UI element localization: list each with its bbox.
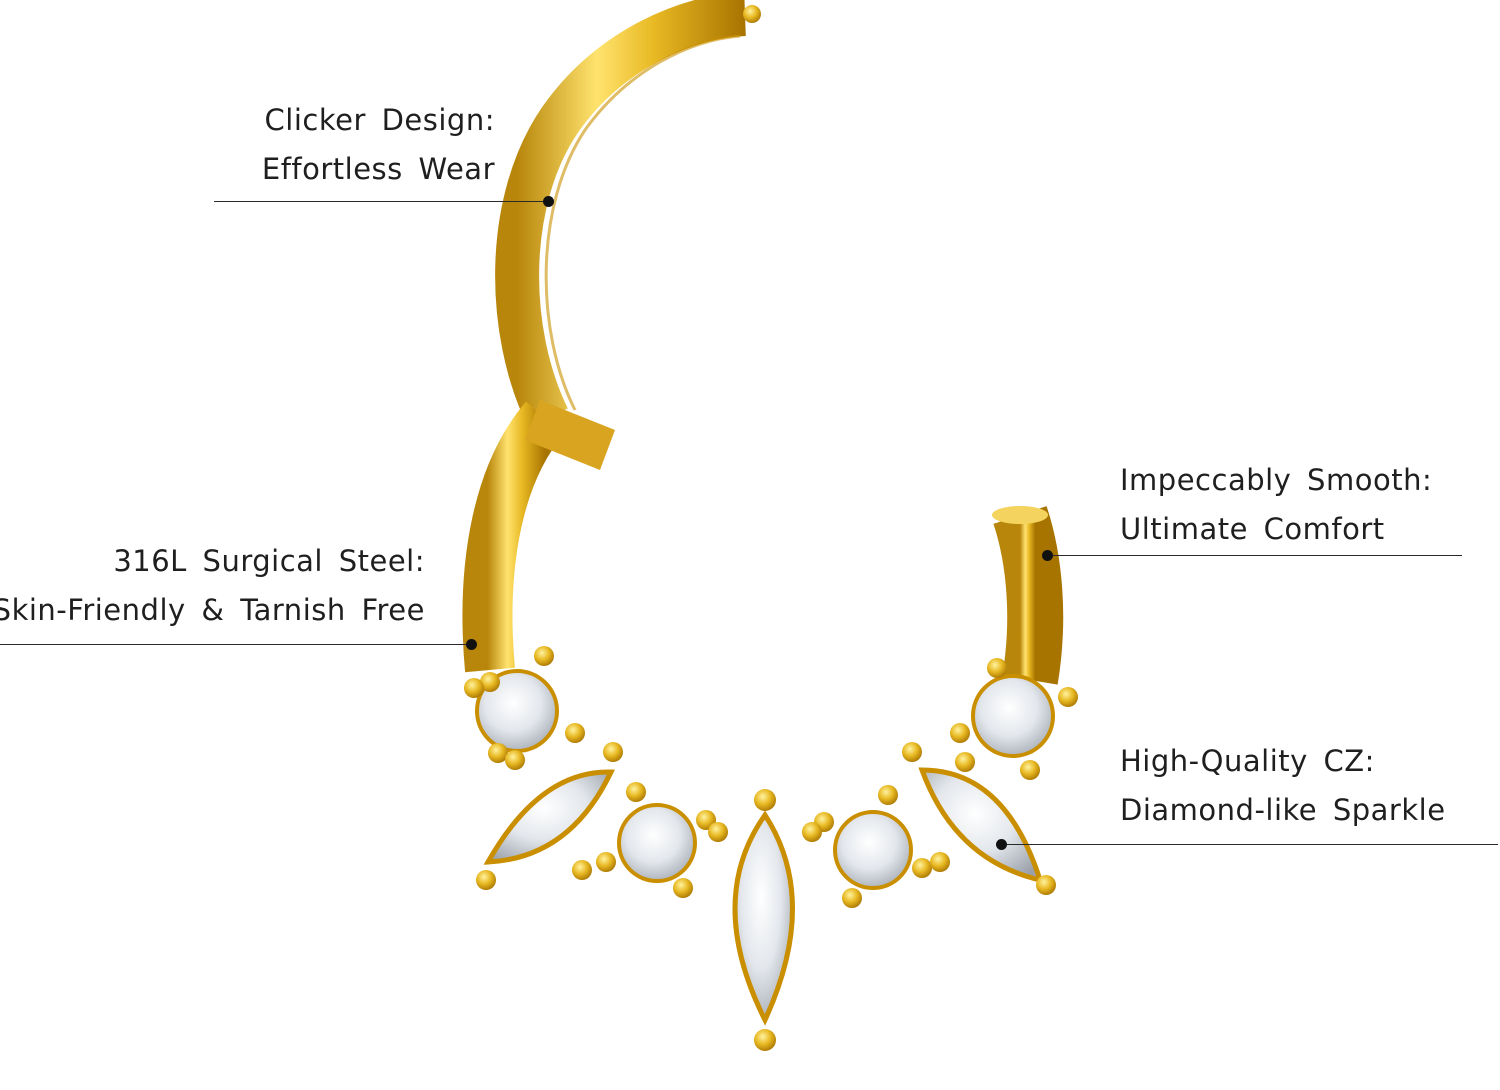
leader-dot [1042,550,1053,561]
leader-line [0,644,472,645]
callout-title: Clicker Design: [264,103,495,137]
callout-title: 316L Surgical Steel: [113,544,425,578]
leader-dot [466,639,477,650]
leader-dot [543,196,554,207]
marquise-stone-left [476,742,623,890]
callout-clicker-design: Clicker Design: Effortless Wear [262,96,495,194]
ring-left-arc [462,401,565,673]
marquise-stone-center [708,789,822,1051]
callout-title: High-Quality CZ: [1120,744,1375,778]
callout-subtitle: Effortless Wear [261,152,495,186]
leader-line [1048,555,1462,556]
callout-subtitle: Diamond-like Sparkle [1120,793,1446,827]
round-stone-right-top [950,658,1078,780]
marquise-stone-right [902,742,1056,895]
ring-right-arc [993,506,1064,685]
leader-line [1002,844,1498,845]
callout-subtitle: Ultimate Comfort [1120,512,1385,546]
round-stone-center-right [814,785,932,908]
callout-surgical-steel: 316L Surgical Steel: Skin-Friendly & Tar… [0,537,425,635]
round-stone-center-left [596,782,716,898]
callout-high-quality-cz: High-Quality CZ: Diamond-like Sparkle [1120,737,1446,835]
callout-title: Impeccably Smooth: [1120,463,1433,497]
leader-dot [996,839,1007,850]
callout-impeccably-smooth: Impeccably Smooth: Ultimate Comfort [1120,456,1432,554]
leader-line [214,201,548,202]
clicker-hinge-arc [495,0,747,428]
callout-subtitle: Skin-Friendly & Tarnish Free [0,593,425,627]
gem-cluster [464,646,1078,1051]
